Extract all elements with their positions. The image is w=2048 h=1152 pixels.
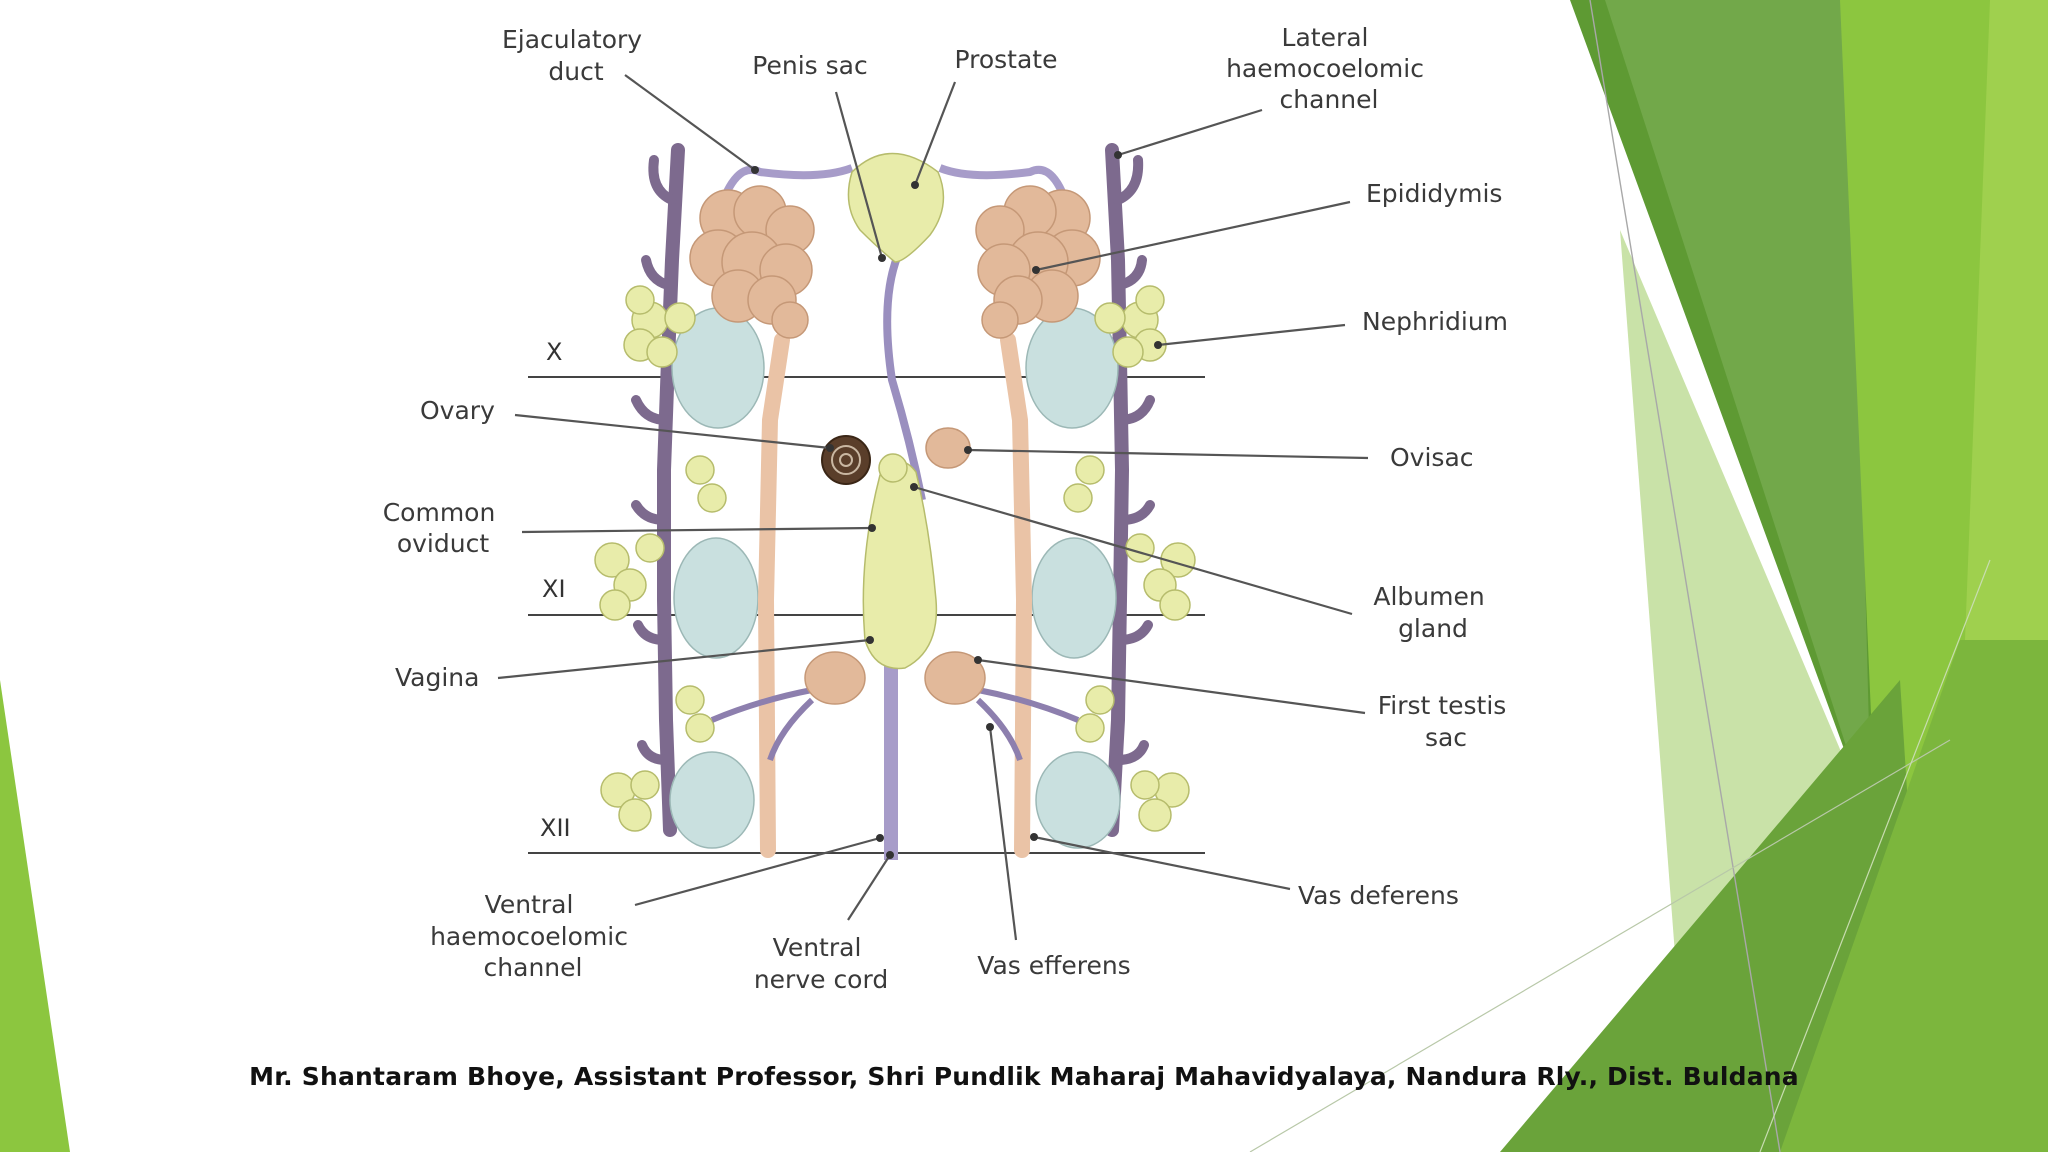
penis-sac-duct: [883, 253, 926, 501]
decor-line-2: [1249, 739, 1951, 1152]
leader-arrowheads: [751, 151, 1162, 859]
epididymis-masses: [689, 185, 1101, 339]
label-first-testis-sac: First testis sac: [1378, 691, 1515, 752]
right-lateral-channel: [1105, 143, 1155, 837]
nephridia: [594, 285, 1196, 832]
label-prostate: Prostate: [955, 45, 1058, 74]
label-albumen-gland: Albumen gland: [1373, 582, 1492, 643]
albumen-gland-vagina: [862, 461, 938, 670]
label-ejaculatory-duct: Ejaculatory duct: [502, 25, 650, 86]
first-testis-sac-left: [804, 651, 866, 705]
label-ventral-haemocoelomic-channel: Ventral haemocoelomic channel: [430, 890, 636, 982]
segment-label-xii: XII: [540, 814, 571, 842]
albumen-gland-top: [878, 453, 908, 483]
reproductive-diagram: X XI XII: [383, 23, 1515, 994]
label-epididymis: Epididymis: [1366, 179, 1502, 208]
label-nephridium: Nephridium: [1362, 307, 1508, 336]
ventral-nerve-cord: [884, 665, 898, 860]
seminal-vesicles: [669, 307, 1121, 849]
segment-label-xi: XI: [542, 575, 566, 603]
ovary-organ: [821, 435, 871, 485]
footer-credit: Mr. Shantaram Bhoye, Assistant Professor…: [249, 1062, 1799, 1091]
vasa-efferentia: [710, 687, 1080, 761]
left-green-wedge: [0, 680, 70, 1152]
label-vas-deferens: Vas deferens: [1298, 881, 1459, 910]
ovisac-organ: [925, 427, 971, 469]
vasa-deferentia: [757, 332, 1033, 858]
right-green-band: [1605, 0, 1880, 1152]
label-common-oviduct: Common oviduct: [383, 498, 504, 558]
label-vas-efferens: Vas efferens: [977, 951, 1130, 980]
label-ventral-nerve-cord: Ventral nerve cord: [754, 933, 888, 994]
right-green-accent: [1780, 640, 2048, 1152]
leader-lines: [497, 74, 1369, 941]
label-lateral-haemocoelomic-channel: Lateral haemocoelomic channel: [1226, 23, 1432, 114]
decor-line-3: [1759, 559, 1991, 1152]
decor-line-1: [1589, 0, 1781, 1152]
label-ovary: Ovary: [420, 396, 495, 425]
label-vagina: Vagina: [395, 663, 479, 692]
label-ovisac: Ovisac: [1390, 443, 1474, 472]
prostate-organ: [847, 152, 945, 263]
ejaculatory-duct-path: [714, 164, 1074, 217]
first-testis-sac-right: [924, 651, 986, 705]
segment-label-x: X: [546, 338, 562, 366]
label-penis-sac: Penis sac: [752, 51, 867, 80]
left-lateral-channel: [631, 143, 685, 837]
